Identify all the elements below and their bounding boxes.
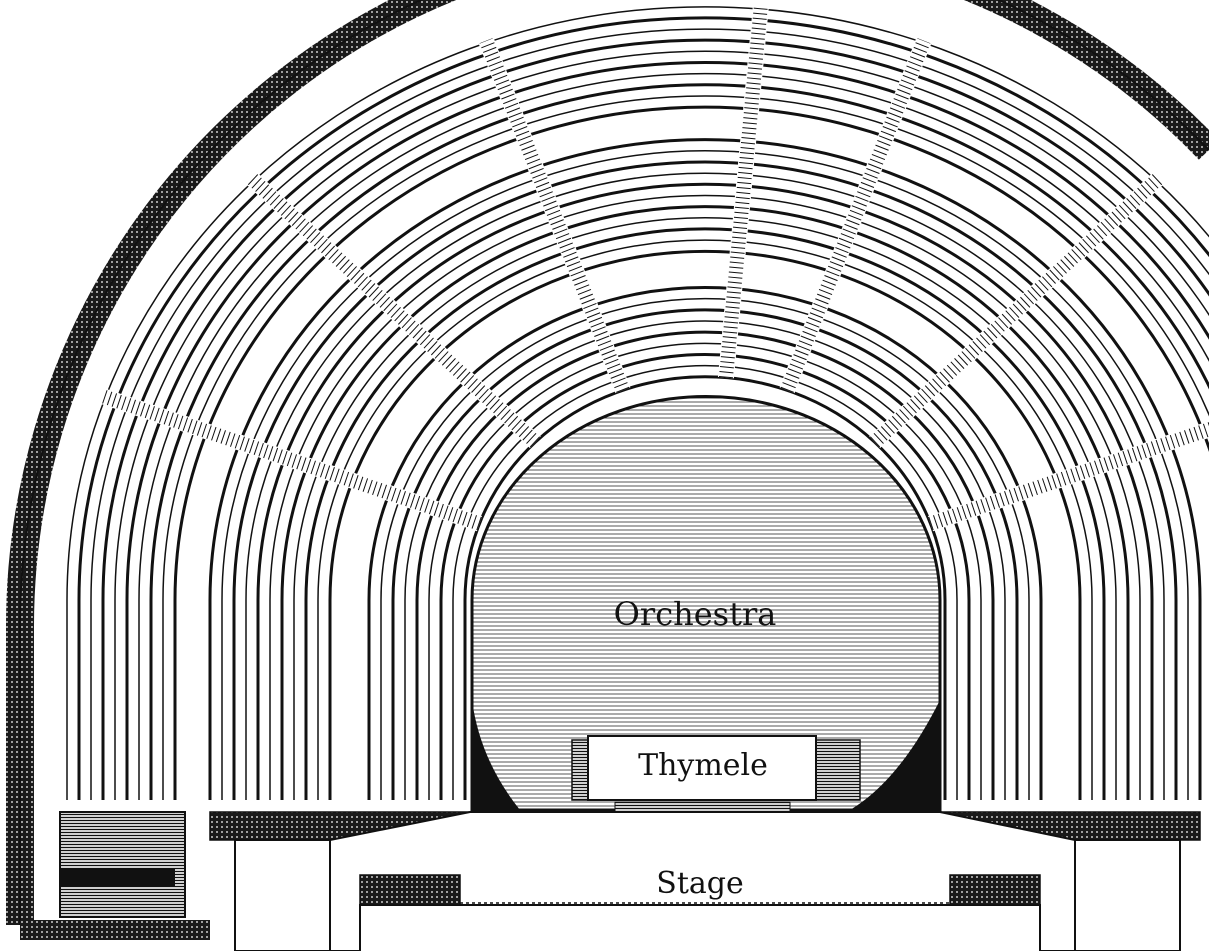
seat-row — [380, 297, 1030, 800]
seat-row — [415, 330, 995, 800]
stair-aisles — [101, 6, 1209, 532]
seat-row — [173, 105, 1209, 800]
seat-row — [452, 364, 958, 800]
seat-row — [269, 194, 1141, 800]
seat-row — [101, 38, 1209, 800]
seating-tier-upper — [66, 5, 1209, 800]
seat-row — [439, 352, 971, 800]
aisle — [478, 37, 631, 394]
seat-row — [317, 239, 1093, 800]
seat-row — [367, 286, 1043, 800]
seat-row — [125, 61, 1209, 800]
aisle — [928, 422, 1209, 531]
seat-row — [293, 217, 1117, 800]
seating-tier-lower — [367, 286, 1043, 800]
seat-row — [149, 83, 1209, 800]
seat-row — [208, 138, 1202, 800]
aisle — [927, 420, 1209, 532]
aisle — [247, 173, 541, 449]
left-stair-block — [20, 811, 210, 940]
thymele — [571, 735, 861, 813]
seat-row — [304, 227, 1106, 800]
aisle — [869, 173, 1163, 449]
outer-wall — [5, 0, 1209, 925]
aisle — [101, 389, 482, 531]
seat-row — [232, 160, 1178, 800]
orchestra-label: Orchestra — [614, 595, 777, 633]
seat-row — [162, 95, 1209, 800]
seat-row — [428, 342, 982, 800]
stage-building — [209, 811, 1201, 951]
seat-row — [114, 50, 1209, 800]
seat-row — [221, 150, 1189, 800]
seat-row — [245, 172, 1165, 800]
seat-row — [463, 375, 947, 800]
seat-row — [138, 72, 1209, 800]
seat-row — [404, 320, 1006, 800]
orchestra-floor — [470, 395, 942, 812]
seat-row — [90, 28, 1209, 800]
thymele-label: Thymele — [638, 748, 768, 783]
seat-row — [66, 5, 1209, 800]
seat-row — [77, 16, 1209, 800]
seat-row — [256, 182, 1154, 800]
seat-row — [280, 205, 1130, 800]
seating-tier-middle — [208, 138, 1202, 800]
stage-label: Stage — [656, 866, 743, 901]
seat-row — [328, 249, 1082, 800]
aisle — [718, 6, 768, 379]
aisle — [779, 37, 932, 394]
seat-row — [391, 308, 1019, 800]
